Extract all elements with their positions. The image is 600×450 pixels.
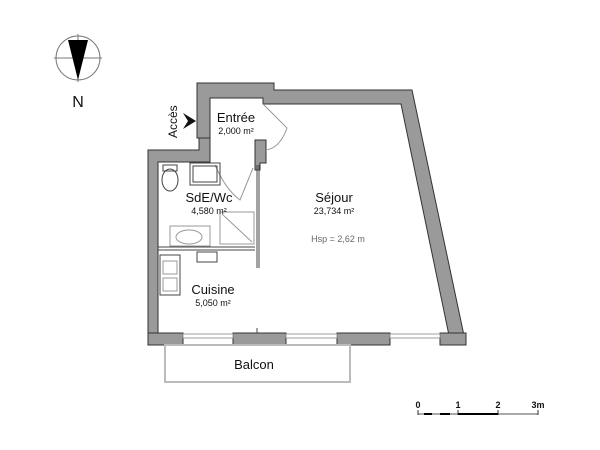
room-name-cuisine: Cuisine xyxy=(191,282,234,297)
north-arrow-icon xyxy=(54,34,102,82)
room-area-sde-wc: 4,580 m² xyxy=(191,206,227,216)
room-area-cuisine: 5,050 m² xyxy=(195,298,231,308)
scale-tick-1: 1 xyxy=(455,400,460,410)
room-area-entree: 2,000 m² xyxy=(218,126,254,136)
access-arrow-icon xyxy=(183,113,196,129)
fixtures xyxy=(159,162,255,296)
room-name-balcon: Balcon xyxy=(234,357,274,372)
scale-tick-3: 3m xyxy=(531,400,544,410)
room-area-sejour: 23,734 m² xyxy=(314,206,355,216)
north-label: N xyxy=(72,94,84,111)
balcony-outline xyxy=(164,344,351,383)
scale-bar: 0 1 2 3m xyxy=(415,400,545,415)
scale-tick-2: 2 xyxy=(495,400,500,410)
windows xyxy=(182,333,441,339)
room-name-sejour: Séjour xyxy=(315,190,353,205)
ceiling-height: Hsp = 2,62 m xyxy=(311,234,365,244)
partitions xyxy=(158,165,260,333)
room-name-sde-wc: SdE/Wc xyxy=(186,190,233,205)
access-label: Accès xyxy=(166,105,180,138)
scale-tick-0: 0 xyxy=(415,400,420,410)
room-name-entree: Entrée xyxy=(217,110,255,125)
